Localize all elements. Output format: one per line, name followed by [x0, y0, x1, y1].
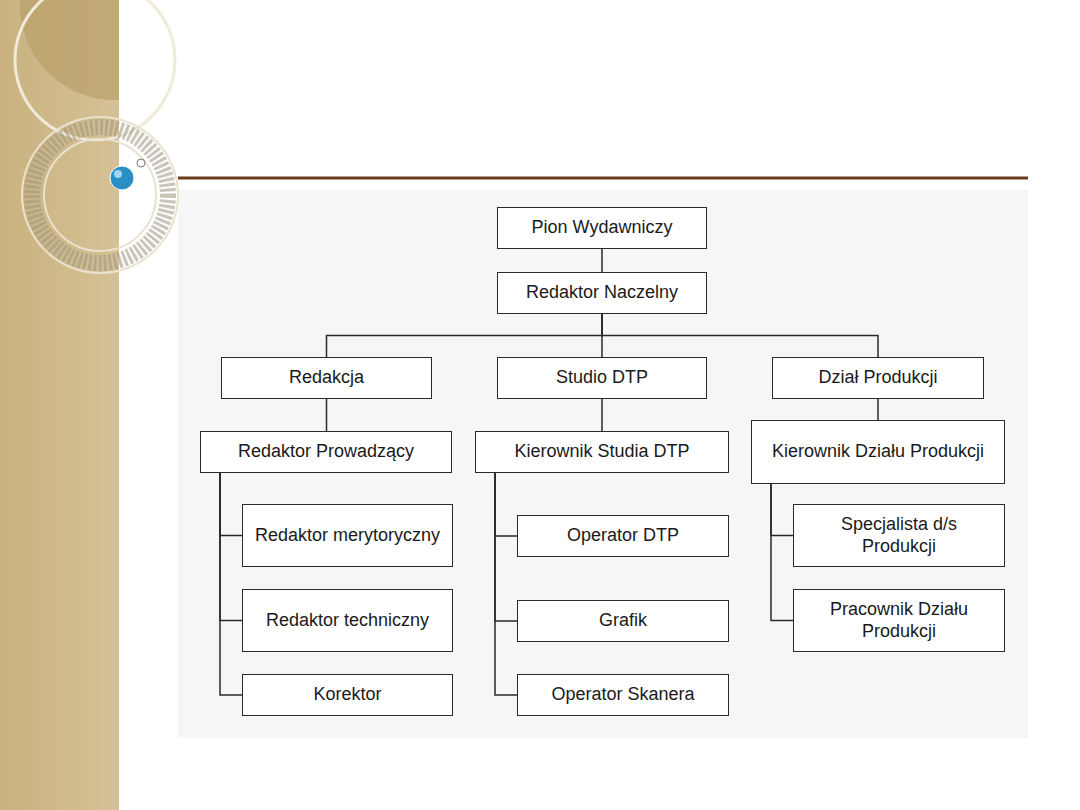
org-box: Specjalista d/s Produkcji: [793, 504, 1005, 567]
text-wrap: Dział Produkcji: [818, 367, 937, 389]
text-wrap: Redaktor Prowadzący: [238, 441, 414, 463]
box-label: Grafik: [599, 610, 647, 632]
org-box: Grafik: [517, 600, 729, 642]
deco-ring: [22, 117, 178, 273]
org-connector: [220, 473, 242, 695]
box-label: Redaktor merytoryczny: [255, 525, 440, 547]
text-wrap: Korektor: [313, 684, 381, 706]
org-box: Studio DTP: [497, 357, 707, 399]
box-label: Specjalista d/s Produkcji: [802, 514, 996, 557]
org-box: Pion Wydawniczy: [497, 207, 707, 249]
text-wrap: Studio DTP: [556, 367, 648, 389]
box-label: Operator Skanera: [551, 684, 694, 706]
box-label: Operator DTP: [567, 525, 679, 547]
text-wrap: Redakcja: [289, 367, 364, 389]
org-box: Pracownik Działu Produkcji: [793, 589, 1005, 652]
org-box: Redaktor Prowadzący: [200, 431, 452, 473]
corner-arc: [20, 0, 119, 100]
org-box: Redaktor Naczelny: [497, 272, 707, 314]
deco-ring: [44, 139, 156, 251]
text-wrap: Kierownik Działu Produkcji: [772, 441, 984, 463]
text-wrap: Pion Wydawniczy: [532, 217, 673, 239]
text-wrap: Operator DTP: [567, 525, 679, 547]
org-connector: [601, 399, 603, 431]
text-wrap: Pracownik Działu Produkcji: [802, 599, 996, 642]
box-label: Pracownik Działu Produkcji: [802, 599, 996, 642]
org-connector: [877, 399, 879, 420]
org-connector: [601, 249, 603, 272]
text-wrap: Redaktor techniczny: [266, 610, 429, 632]
org-connector: [495, 473, 517, 621]
text-wrap: Kierownik Studia DTP: [514, 441, 689, 463]
org-box: Kierownik Studia DTP: [475, 431, 729, 473]
globe-highlight: [114, 170, 122, 178]
box-label: Kierownik Studia DTP: [514, 441, 689, 463]
org-connector: [495, 473, 517, 695]
text-wrap: Grafik: [599, 610, 647, 632]
org-connector: [220, 473, 242, 621]
box-label: Studio DTP: [556, 367, 648, 389]
org-connector: [602, 314, 878, 357]
org-connector: [771, 484, 793, 536]
org-connector: [771, 484, 793, 621]
org-connector: [327, 314, 603, 357]
org-connector: [495, 473, 517, 536]
small-ring: [137, 159, 145, 167]
box-label: Redaktor techniczny: [266, 610, 429, 632]
box-label: Redakcja: [289, 367, 364, 389]
org-box: Dział Produkcji: [772, 357, 984, 399]
box-label: Redaktor Naczelny: [526, 282, 678, 304]
org-connector: [220, 473, 242, 536]
text-wrap: Specjalista d/s Produkcji: [802, 514, 996, 557]
org-box: Korektor: [242, 674, 453, 716]
org-box: Redakcja: [221, 357, 432, 399]
title-rule: [178, 177, 1028, 180]
box-label: Redaktor Prowadzący: [238, 441, 414, 463]
org-box: Kierownik Działu Produkcji: [751, 420, 1005, 484]
globe-icon: [110, 166, 134, 190]
text-wrap: Redaktor Naczelny: [526, 282, 678, 304]
box-label: Pion Wydawniczy: [532, 217, 673, 239]
org-box: Operator DTP: [517, 515, 729, 557]
org-box: Redaktor merytoryczny: [242, 504, 453, 567]
box-label: Korektor: [313, 684, 381, 706]
text-wrap: Operator Skanera: [551, 684, 694, 706]
org-connector: [326, 399, 328, 431]
org-box: Redaktor techniczny: [242, 589, 453, 652]
text-wrap: Redaktor merytoryczny: [255, 525, 440, 547]
deco-ring: [32, 127, 168, 263]
org-box: Operator Skanera: [517, 674, 729, 716]
box-label: Dział Produkcji: [818, 367, 937, 389]
diagram-ground: [178, 190, 1028, 738]
deco-ring: [15, 0, 175, 140]
box-label: Kierownik Działu Produkcji: [772, 441, 984, 463]
